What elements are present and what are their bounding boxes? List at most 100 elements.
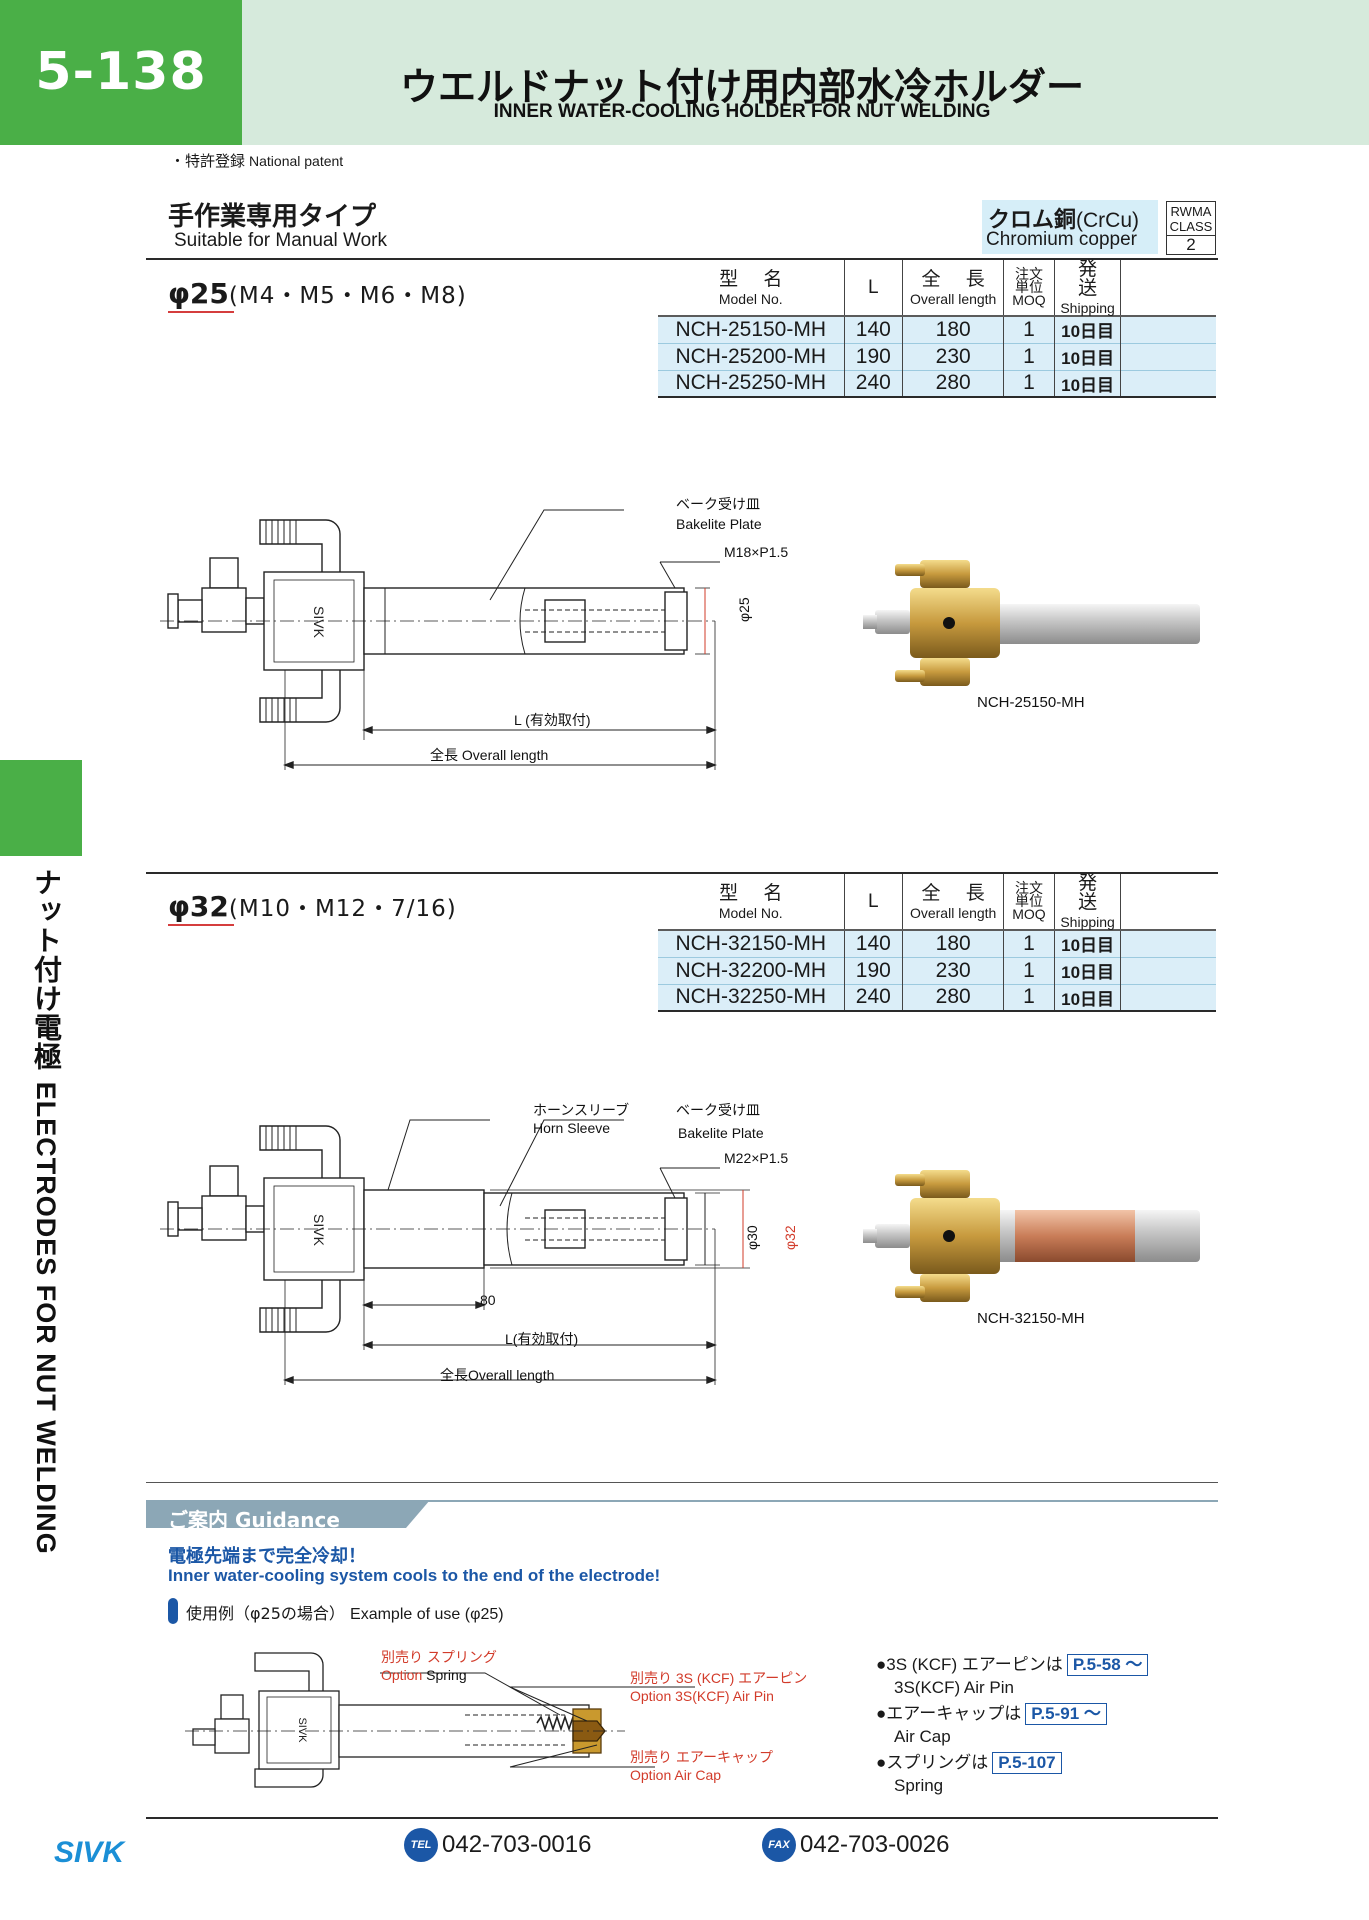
guidance-bar — [146, 1500, 1218, 1528]
side-tab — [0, 760, 82, 856]
patent-en: National patent — [249, 153, 344, 169]
technical-drawing-25: SIVK — [160, 509, 720, 770]
l-dimension-label: L (有効取付) — [514, 712, 591, 728]
aircap-label-jp: 別売り エアーキャップ — [630, 1749, 774, 1765]
guidance-headline-en: Inner water-cooling system cools to the … — [168, 1566, 661, 1585]
section-divider — [146, 872, 1218, 874]
svg-text:SIVK: SIVK — [311, 1214, 327, 1247]
material-en: Chromium copper — [986, 229, 1137, 250]
tel-icon: TEL — [404, 1828, 438, 1862]
thread-label: M22×P1.5 — [724, 1150, 789, 1166]
page-title-jp: ウエルドナット付け用内部水冷ホルダー — [399, 65, 1084, 109]
side-label: ナット付け電極 ELECTRODES FOR NUT WELDING — [26, 868, 66, 1555]
cell-model: NCH-25150-MH — [658, 315, 844, 343]
bakelite-label-jp: ベーク受け皿 — [676, 496, 760, 512]
table-row: NCH-25150-MH 140 180 1 10日目 — [658, 315, 1216, 343]
cell-moq: 1 — [1003, 369, 1055, 398]
dia32-label: φ32 — [782, 1225, 798, 1250]
cell-shipping: 10日目 — [1053, 342, 1121, 370]
cell-overall: 280 — [902, 983, 1004, 1012]
cell-model: NCH-32150-MH — [658, 929, 844, 957]
page-reference-link[interactable]: P.5-58 ～ — [1066, 1654, 1149, 1676]
cell-shipping: 10日目 — [1053, 956, 1121, 984]
page-reference-link[interactable]: P.5-91 ～ — [1025, 1703, 1107, 1725]
side-label-en: ELECTRODES FOR NUT WELDING — [31, 1081, 61, 1555]
bakelite-label-en: Bakelite Plate — [678, 1125, 764, 1141]
horn-sleeve-label-en: Horn Sleeve — [533, 1120, 611, 1136]
cell-moq: 1 — [1003, 929, 1055, 957]
phi25-underline — [168, 311, 234, 313]
section-divider — [146, 258, 1218, 260]
phi25-threads: (M4・M5・M6・M8) — [228, 283, 467, 309]
material-jp: クロム銅 — [988, 208, 1077, 233]
cell-l: 190 — [843, 956, 903, 984]
cell-moq: 1 — [1003, 342, 1055, 370]
rwma-class-number: 2 — [1167, 235, 1215, 254]
material-box: クロム銅(CrCu) Chromium copper — [982, 200, 1158, 254]
dia-label: φ25 — [736, 597, 752, 622]
material-symbol: (CrCu) — [1076, 209, 1140, 232]
example-en: Example of use (φ25) — [350, 1606, 504, 1623]
svg-text:SIVK: SIVK — [54, 1836, 126, 1866]
table-row: NCH-32250-MH 240 280 1 10日目 — [658, 983, 1216, 1012]
rwma-class-box: RWMA CLASS 2 — [1166, 201, 1216, 255]
cell-l: 240 — [843, 369, 903, 398]
side-label-jp: ナット付け電極 — [30, 868, 63, 1071]
example-of-use: 使用例（φ25の場合） Example of use (φ25) — [186, 1600, 504, 1624]
guidance-label: ご案内 Guidance — [168, 1508, 340, 1532]
svg-text:SIVK: SIVK — [311, 606, 327, 639]
product-photo-32 — [863, 1170, 1200, 1302]
cell-model: NCH-25200-MH — [658, 342, 844, 370]
airpin-label-jp: 別売り 3S (KCF) エアーピン — [630, 1670, 808, 1686]
rwma-line1: RWMA — [1170, 204, 1212, 219]
page-number: 5-138 — [0, 0, 242, 145]
overall-length-label: 全長Overall length — [440, 1367, 555, 1383]
section-title-jp: 手作業専用タイプ — [168, 202, 377, 232]
example-drawing: SIVK — [185, 1652, 695, 1788]
th-l: L — [843, 260, 903, 316]
phi32-heading: φ32(M10・M12・7/16) — [168, 889, 457, 923]
cell-overall: 230 — [902, 956, 1004, 984]
photo-caption-25: NCH-25150-MH — [977, 694, 1085, 711]
technical-drawing-32: SIVK — [160, 1119, 750, 1385]
example-jp: 使用例（φ25の場合） — [186, 1604, 345, 1623]
guidance-divider — [146, 1482, 1218, 1483]
cell-model: NCH-32200-MH — [658, 956, 844, 984]
fax-icon: FAX — [762, 1828, 796, 1862]
cell-l: 190 — [843, 342, 903, 370]
phi32-underline — [168, 924, 234, 926]
thread-label: M18×P1.5 — [724, 544, 789, 560]
phi32-label: φ32 — [168, 890, 229, 923]
overall-length-label: 全長 Overall length — [430, 747, 549, 763]
airpin-label-en: Option 3S(KCF) Air Pin — [630, 1688, 774, 1704]
cell-moq: 1 — [1003, 315, 1055, 343]
cell-l: 140 — [843, 315, 903, 343]
table-row: NCH-32200-MH 190 230 1 10日目 — [658, 956, 1216, 984]
rwma-line2: CLASS — [1169, 219, 1213, 234]
cell-overall: 230 — [902, 342, 1004, 370]
cell-shipping: 10日目 — [1053, 369, 1121, 398]
bakelite-label-jp: ベーク受け皿 — [676, 1102, 760, 1118]
patent-jp: ・特許登録 — [170, 152, 246, 170]
company-logo: SIVK — [54, 1836, 126, 1866]
page-reference-link[interactable]: P.5-107 — [992, 1752, 1062, 1774]
spring-label-en: Option Spring — [381, 1667, 467, 1683]
cell-moq: 1 — [1003, 983, 1055, 1012]
table-row: NCH-25250-MH 240 280 1 10日目 — [658, 369, 1216, 398]
phi25-heading: φ25(M4・M5・M6・M8) — [168, 276, 467, 310]
tel-number[interactable]: 042-703-0016 — [442, 1831, 592, 1858]
